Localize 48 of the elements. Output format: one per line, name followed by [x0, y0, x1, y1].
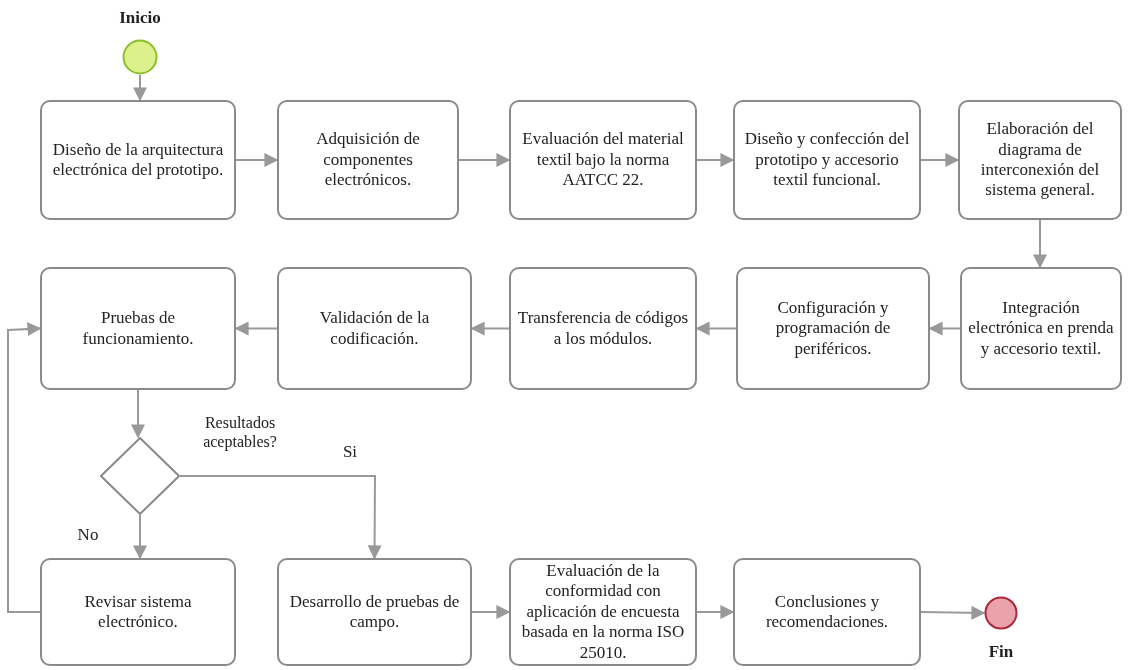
- terminal-label: Inicio: [118, 8, 162, 29]
- process-text: Evaluación del material textil bajo la norma AATCC 22.: [521, 129, 685, 191]
- arrow: [458, 153, 511, 167]
- terminal-label: Fin: [987, 642, 1015, 663]
- arrow: [928, 321, 961, 336]
- arrow: [696, 153, 735, 167]
- process-box: [733, 100, 921, 220]
- process-box: [733, 558, 921, 666]
- arrow: [235, 153, 279, 167]
- process-text: Transferencia de códigos a los módulos.: [517, 308, 689, 349]
- process-box: [736, 267, 930, 390]
- process-text: Diseño de la arquitectura electrónica del prototipo.: [51, 139, 225, 181]
- process-box: [509, 100, 697, 220]
- process-text: Integración electrónica en prenda y accesorio textil.: [968, 297, 1114, 360]
- arrow: [920, 605, 986, 620]
- decision-label: Resultados aceptables?: [202, 413, 278, 452]
- process-text: Pruebas de funcionamiento.: [81, 308, 195, 349]
- process-box: [960, 267, 1122, 390]
- process-text: Adquisición de componentes electrónicos.: [315, 129, 421, 191]
- process-text: Validación de la codificación.: [318, 308, 431, 349]
- arrow: [920, 153, 960, 167]
- process-box: [509, 267, 697, 390]
- arrow: [133, 74, 147, 102]
- process-box: [40, 558, 236, 666]
- arrow: [471, 605, 511, 619]
- arrow: [133, 514, 147, 560]
- process-box: [277, 267, 472, 390]
- process-text: Desarrollo de pruebas de campo.: [288, 591, 461, 633]
- process-box: [40, 100, 236, 220]
- arrow: [179, 475, 382, 560]
- arrow: [7, 322, 42, 613]
- arrow: [470, 321, 510, 336]
- arrow: [695, 321, 737, 336]
- process-text: Evaluación de la conformidad con aplicación de encuesta basada en la norma ISO 25010.: [520, 561, 686, 663]
- process-text: Configuración y programación de periféricos.: [774, 297, 892, 360]
- process-box: [277, 100, 459, 220]
- arrow: [131, 389, 145, 439]
- process-text: Elaboración del diagrama de interconexión del sistema general.: [979, 119, 1101, 201]
- process-text: Revisar sistema electrónico.: [83, 591, 193, 633]
- arrow: [1033, 219, 1047, 269]
- arrow: [696, 605, 735, 619]
- process-box: [277, 558, 472, 666]
- process-text: Conclusiones y recomendaciones.: [764, 591, 890, 633]
- process-text: Diseño y confección del prototipo y accesorio textil funcional.: [743, 129, 911, 191]
- process-box: [40, 267, 236, 390]
- arrow: [234, 321, 278, 336]
- process-box: [958, 100, 1122, 220]
- process-box: [509, 558, 697, 666]
